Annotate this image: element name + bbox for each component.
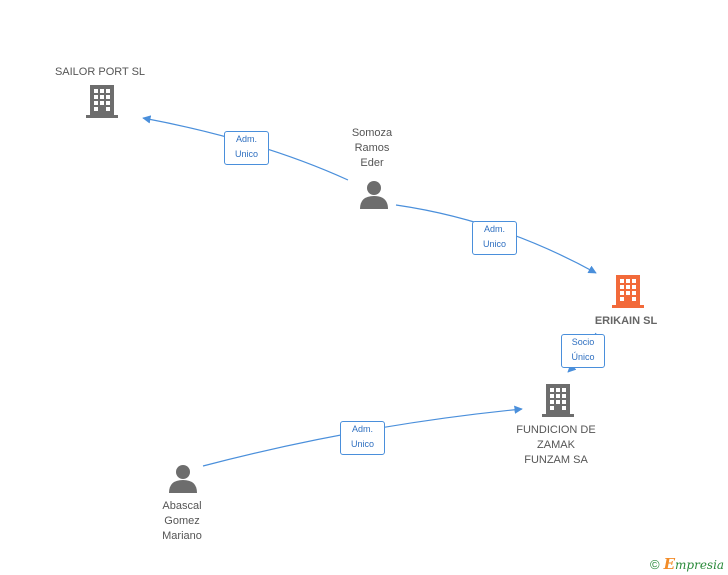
node-label-somoza[interactable]: Somoza Ramos Eder <box>330 126 414 171</box>
edge-label-somoza-erikain: Adm. Unico <box>472 221 517 255</box>
node-label-line: FUNDICION DE <box>516 424 596 436</box>
edge-label-line: Único <box>571 352 595 362</box>
node-label-line: Abascal <box>162 500 202 512</box>
node-label-fundicion[interactable]: FUNDICION DE ZAMAK FUNZAM SA <box>504 423 608 468</box>
node-label-sailor-port[interactable]: SAILOR PORT SL <box>54 66 146 78</box>
node-label-line: Gomez <box>164 515 200 527</box>
copyright-icon: © <box>650 557 660 572</box>
building-icon[interactable] <box>542 384 574 417</box>
node-label-abascal[interactable]: Abascal Gomez Mariano <box>140 499 224 544</box>
edge-label-line: Adm. <box>351 424 373 434</box>
edge-label-somoza-sailor: Adm. Unico <box>224 131 269 165</box>
node-label-erikain[interactable]: ERIKAIN SL <box>594 315 658 327</box>
node-label-line: ZAMAK <box>537 439 575 451</box>
building-icon[interactable] <box>612 275 644 308</box>
brand-logo-initial: E <box>663 555 676 573</box>
node-label-line: FUNZAM SA <box>524 454 588 466</box>
edge-label-line: Adm. <box>483 224 505 234</box>
node-label-line: Somoza <box>351 127 393 139</box>
edge-label-line: Socio <box>571 337 595 347</box>
building-icon[interactable] <box>86 85 118 118</box>
edge-label-line: Unico <box>350 439 374 449</box>
node-label-line: Ramos <box>354 142 390 154</box>
edge-label-erikain-fundicion: Socio Único <box>561 334 605 368</box>
edge-label-abascal-fundicion: Adm. Unico <box>340 421 385 455</box>
node-label-line: Mariano <box>162 530 202 542</box>
node-label-line: Eder <box>360 157 384 169</box>
person-icon[interactable] <box>360 181 388 209</box>
brand-logo-text: mpresia <box>675 558 725 572</box>
person-icon[interactable] <box>169 465 197 493</box>
edge-label-line: Adm. <box>235 134 257 144</box>
edge-label-line: Unico <box>482 239 506 249</box>
edge-label-line: Unico <box>234 149 258 159</box>
brand-logo[interactable]: Empresia <box>663 555 725 573</box>
brand-footer: ©Empresia <box>650 555 724 573</box>
